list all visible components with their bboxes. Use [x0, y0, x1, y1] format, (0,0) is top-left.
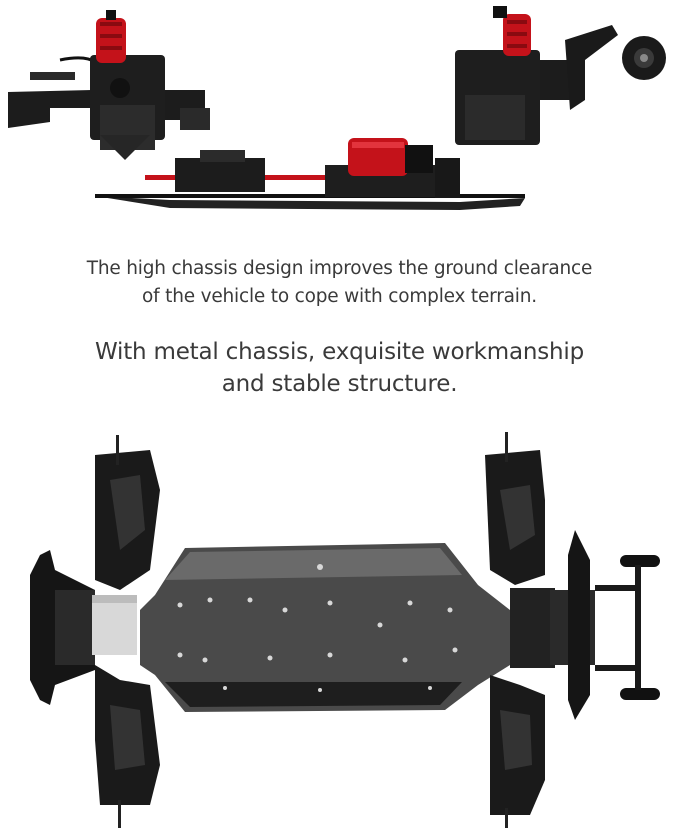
- caption-line: and stable structure.: [221, 371, 458, 397]
- caption-line: With metal chassis, exquisite workmanshi…: [94, 339, 585, 365]
- chassis-plate-motor: [95, 138, 525, 210]
- metal-chassis-plate: [140, 543, 510, 712]
- ground-clearance-caption: The high chassis design improves the gro…: [0, 255, 679, 311]
- rear-end-assembly: [485, 432, 660, 828]
- front-end-assembly: [30, 435, 160, 828]
- caption-line: of the vehicle to cope with complex terr…: [142, 286, 537, 307]
- front-suspension-assembly: [8, 10, 210, 160]
- chassis-top-view-image: [30, 432, 660, 828]
- chassis-side-view-image: [8, 6, 666, 210]
- caption-line: The high chassis design improves the gro…: [86, 258, 593, 279]
- metal-chassis-caption: With metal chassis, exquisite workmanshi…: [0, 336, 679, 400]
- rear-suspension-assembly: [455, 6, 666, 145]
